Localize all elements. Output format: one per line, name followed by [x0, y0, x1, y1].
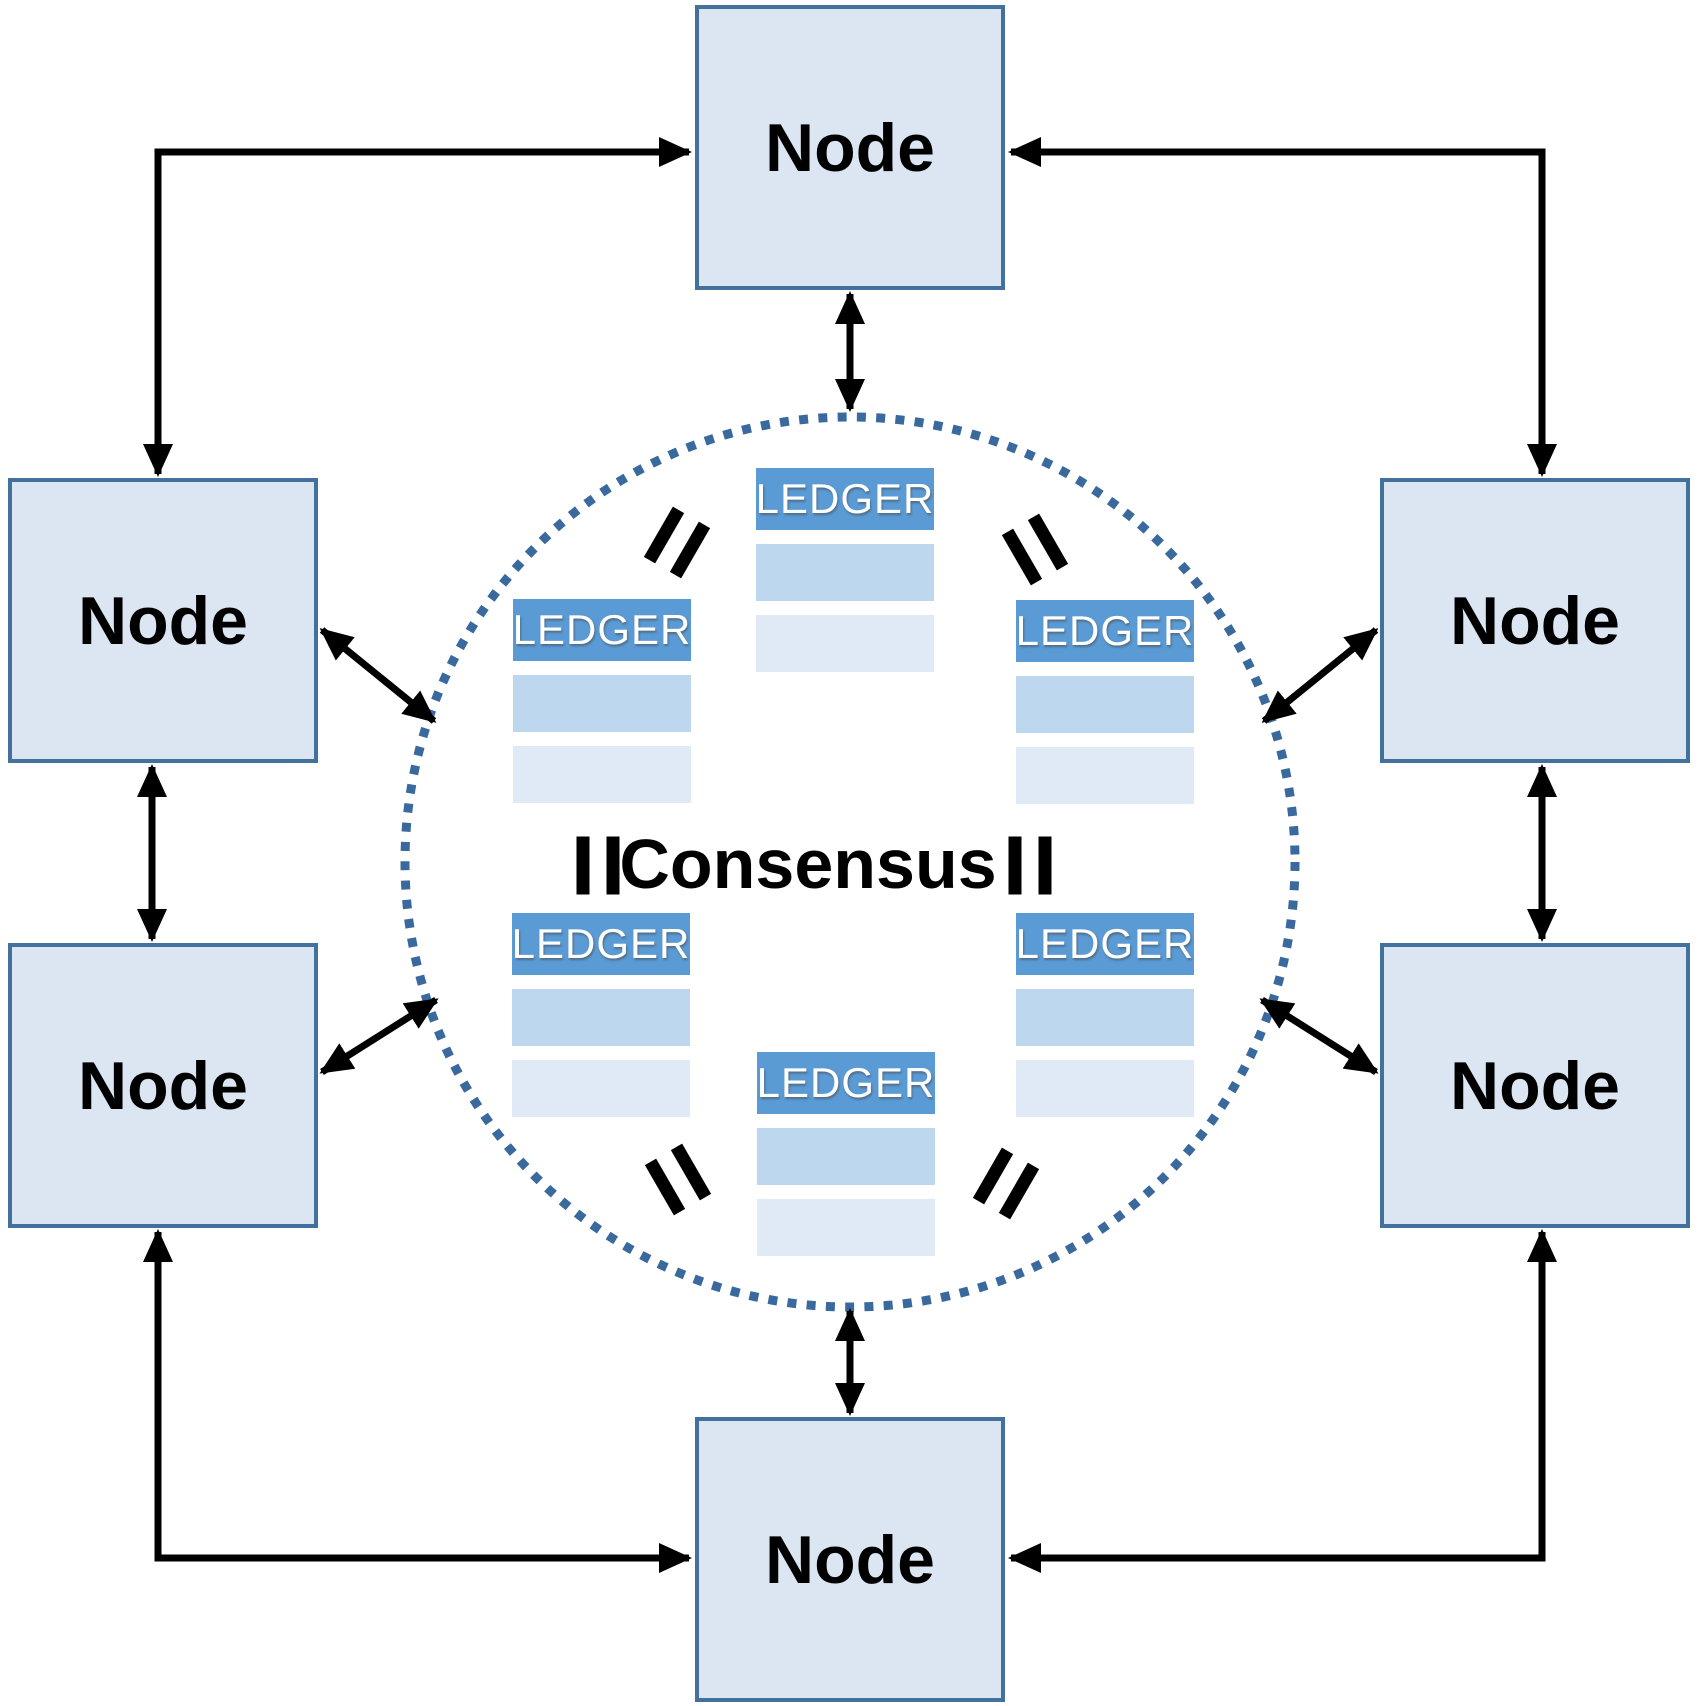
ledger-title: LEDGER	[756, 468, 934, 530]
connector-right-lower-node-to-circle	[1259, 997, 1379, 1075]
ledger-row	[1016, 676, 1194, 733]
ledger-row	[756, 544, 934, 601]
ledger-row	[1016, 747, 1194, 804]
connector-right-upper-node-to-circle	[1261, 627, 1379, 724]
equals-bar	[1008, 836, 1022, 895]
equals-bar	[576, 836, 590, 895]
node-label: Node	[765, 109, 935, 186]
connector-elbow-top-left	[143, 137, 692, 477]
node-label: Node	[78, 1047, 248, 1124]
ledger-table-lower-right: LEDGER	[1016, 913, 1194, 1131]
ledger-title: LEDGER	[512, 913, 690, 975]
node-label: Node	[78, 582, 248, 659]
ledger-row	[1016, 989, 1194, 1046]
node-label: Node	[1450, 582, 1620, 659]
ledger-title: LEDGER	[1016, 600, 1194, 662]
ledger-title: LEDGER	[1016, 913, 1194, 975]
node-box-bottom: Node	[695, 1417, 1005, 1702]
equals-sign-icon	[1008, 836, 1052, 895]
consensus-title: Consensus	[619, 825, 997, 903]
ledger-table-top-center: LEDGER	[756, 468, 934, 686]
connector-elbow-bottom-right	[1008, 1229, 1557, 1573]
node-box-left-upper: Node	[8, 478, 318, 763]
ledger-table-lower-left: LEDGER	[512, 913, 690, 1131]
ledger-row	[757, 1128, 935, 1185]
connector-elbow-bottom-left	[143, 1229, 692, 1573]
ledger-row	[512, 1060, 690, 1117]
connector-left-upper-node-to-circle	[319, 627, 437, 724]
equals-bar	[1038, 836, 1052, 895]
ledger-row	[513, 675, 691, 732]
node-box-top: Node	[695, 5, 1005, 290]
connector-left-lower-node-to-circle	[319, 997, 439, 1075]
ledger-row	[1016, 1060, 1194, 1117]
node-box-left-lower: Node	[8, 943, 318, 1228]
ledger-table-bottom-center: LEDGER	[757, 1052, 935, 1270]
node-box-right-lower: Node	[1380, 943, 1690, 1228]
ledger-row	[756, 615, 934, 672]
ledger-row	[757, 1199, 935, 1256]
equals-bar	[606, 836, 620, 895]
ledger-title: LEDGER	[757, 1052, 935, 1114]
ledger-row	[513, 746, 691, 803]
node-box-right-upper: Node	[1380, 478, 1690, 763]
node-label: Node	[765, 1521, 935, 1598]
ledger-table-upper-left: LEDGER	[513, 599, 691, 817]
connector-elbow-top-right	[1008, 137, 1557, 477]
consensus-boundary-dotted-circle	[400, 412, 1300, 1312]
ledger-row	[512, 989, 690, 1046]
ledger-title: LEDGER	[513, 599, 691, 661]
equals-sign-icon	[576, 836, 620, 895]
ledger-table-upper-right: LEDGER	[1016, 600, 1194, 818]
node-label: Node	[1450, 1047, 1620, 1124]
